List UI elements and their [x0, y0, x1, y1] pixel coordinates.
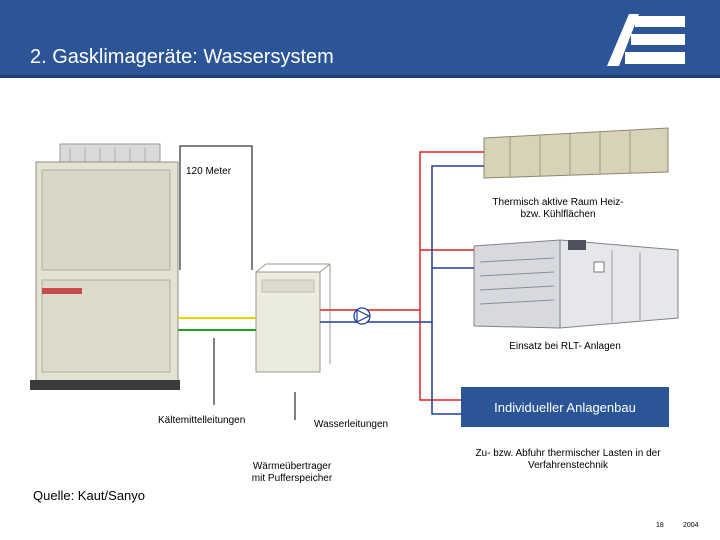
radiant-surfaces-label: Thermisch aktive Raum Heiz- bzw. Kühlflä… [492, 197, 624, 220]
distance-bracket [179, 145, 253, 270]
heat-exchanger-label: Wärmeübertrager mit Pufferspeicher [251, 461, 333, 484]
supply-pipe [320, 151, 484, 311]
return-pipe [320, 165, 484, 323]
distance-label: 120 Meter [186, 166, 232, 177]
air-handling-unit-image [473, 239, 679, 329]
company-logo-icon [607, 14, 685, 66]
page-title: 2. Gasklimageräte: Wassersystem [30, 46, 334, 68]
source-caption: Quelle: Kaut/Sanyo [33, 488, 146, 503]
header-underline [0, 75, 720, 78]
custom-plant-box: Individueller Anlagenbau [461, 387, 669, 427]
rlt-label: Einsatz bei RLT- Anlagen [509, 341, 621, 352]
pump-icon [353, 307, 371, 325]
footer-year: 2004 [683, 522, 699, 529]
page-number: 18 [656, 522, 664, 529]
header-bar: 2. Gasklimageräte: Wassersystem [0, 0, 720, 75]
water-lines-label: Wasserleitungen [314, 419, 389, 430]
supply-pipe-process [419, 310, 461, 401]
refrigerant-lines-label: Kältemittelleitungen [158, 415, 246, 426]
gas-heat-pump-unit [30, 143, 180, 390]
return-pipe-process [431, 322, 461, 415]
radiant-panels-image [483, 127, 669, 179]
heat-exchanger-unit [255, 263, 331, 373]
process-engineering-label: Zu- bzw. Abfuhr thermischer Lasten in de… [475, 448, 661, 471]
